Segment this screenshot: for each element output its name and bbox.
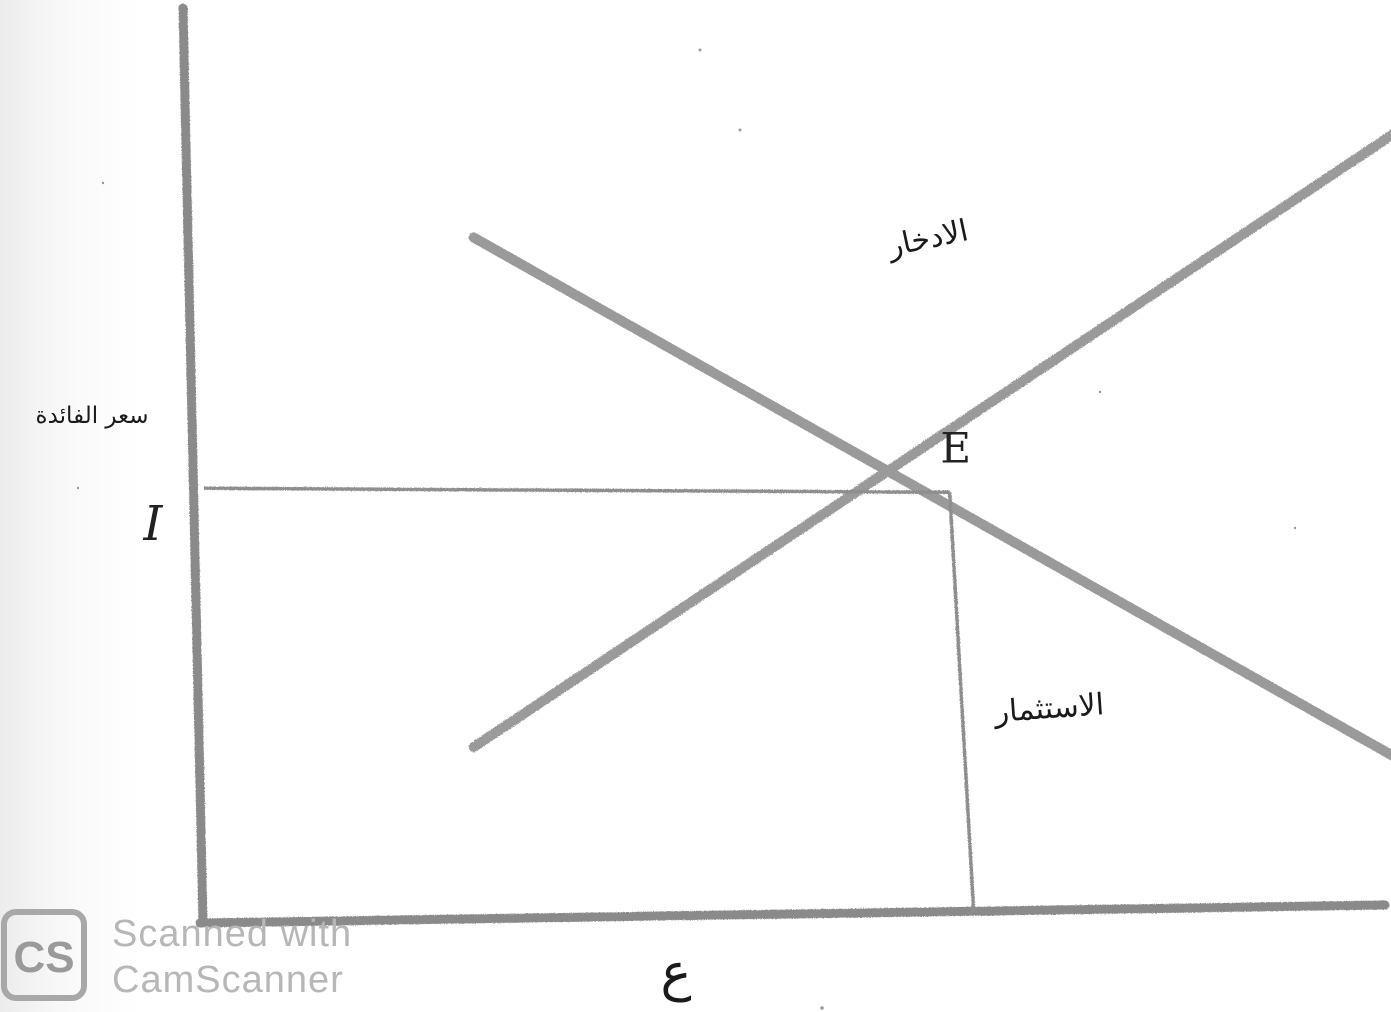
- series-label-savings: الادخار: [883, 213, 971, 264]
- equilibrium-guide-horizontal: [203, 486, 950, 495]
- cs-logo-text: CS: [13, 933, 74, 982]
- watermark-line1: Scanned with: [112, 913, 352, 955]
- x-tick-label: ع: [660, 943, 691, 1003]
- cs-logo-icon: [1, 909, 87, 1001]
- savings-line: [468, 129, 1391, 753]
- scan-specks: [76, 48, 1297, 1010]
- guides: [203, 486, 976, 913]
- investment-line: [468, 232, 1391, 761]
- y-tick-label: I: [143, 496, 164, 552]
- camscanner-watermark: CS Scanned with CamScanner: [1, 909, 352, 1001]
- watermark-line2: CamScanner: [112, 959, 344, 1001]
- x-axis: [195, 900, 1390, 928]
- equilibrium-label: E: [940, 423, 971, 472]
- axes: [178, 3, 1390, 928]
- y-axis: [178, 3, 208, 928]
- series-label-investment: الاستثمار: [991, 687, 1105, 730]
- equilibrium-guide-vertical: [947, 492, 976, 913]
- y-axis-label: سعر الفائدة: [36, 403, 149, 429]
